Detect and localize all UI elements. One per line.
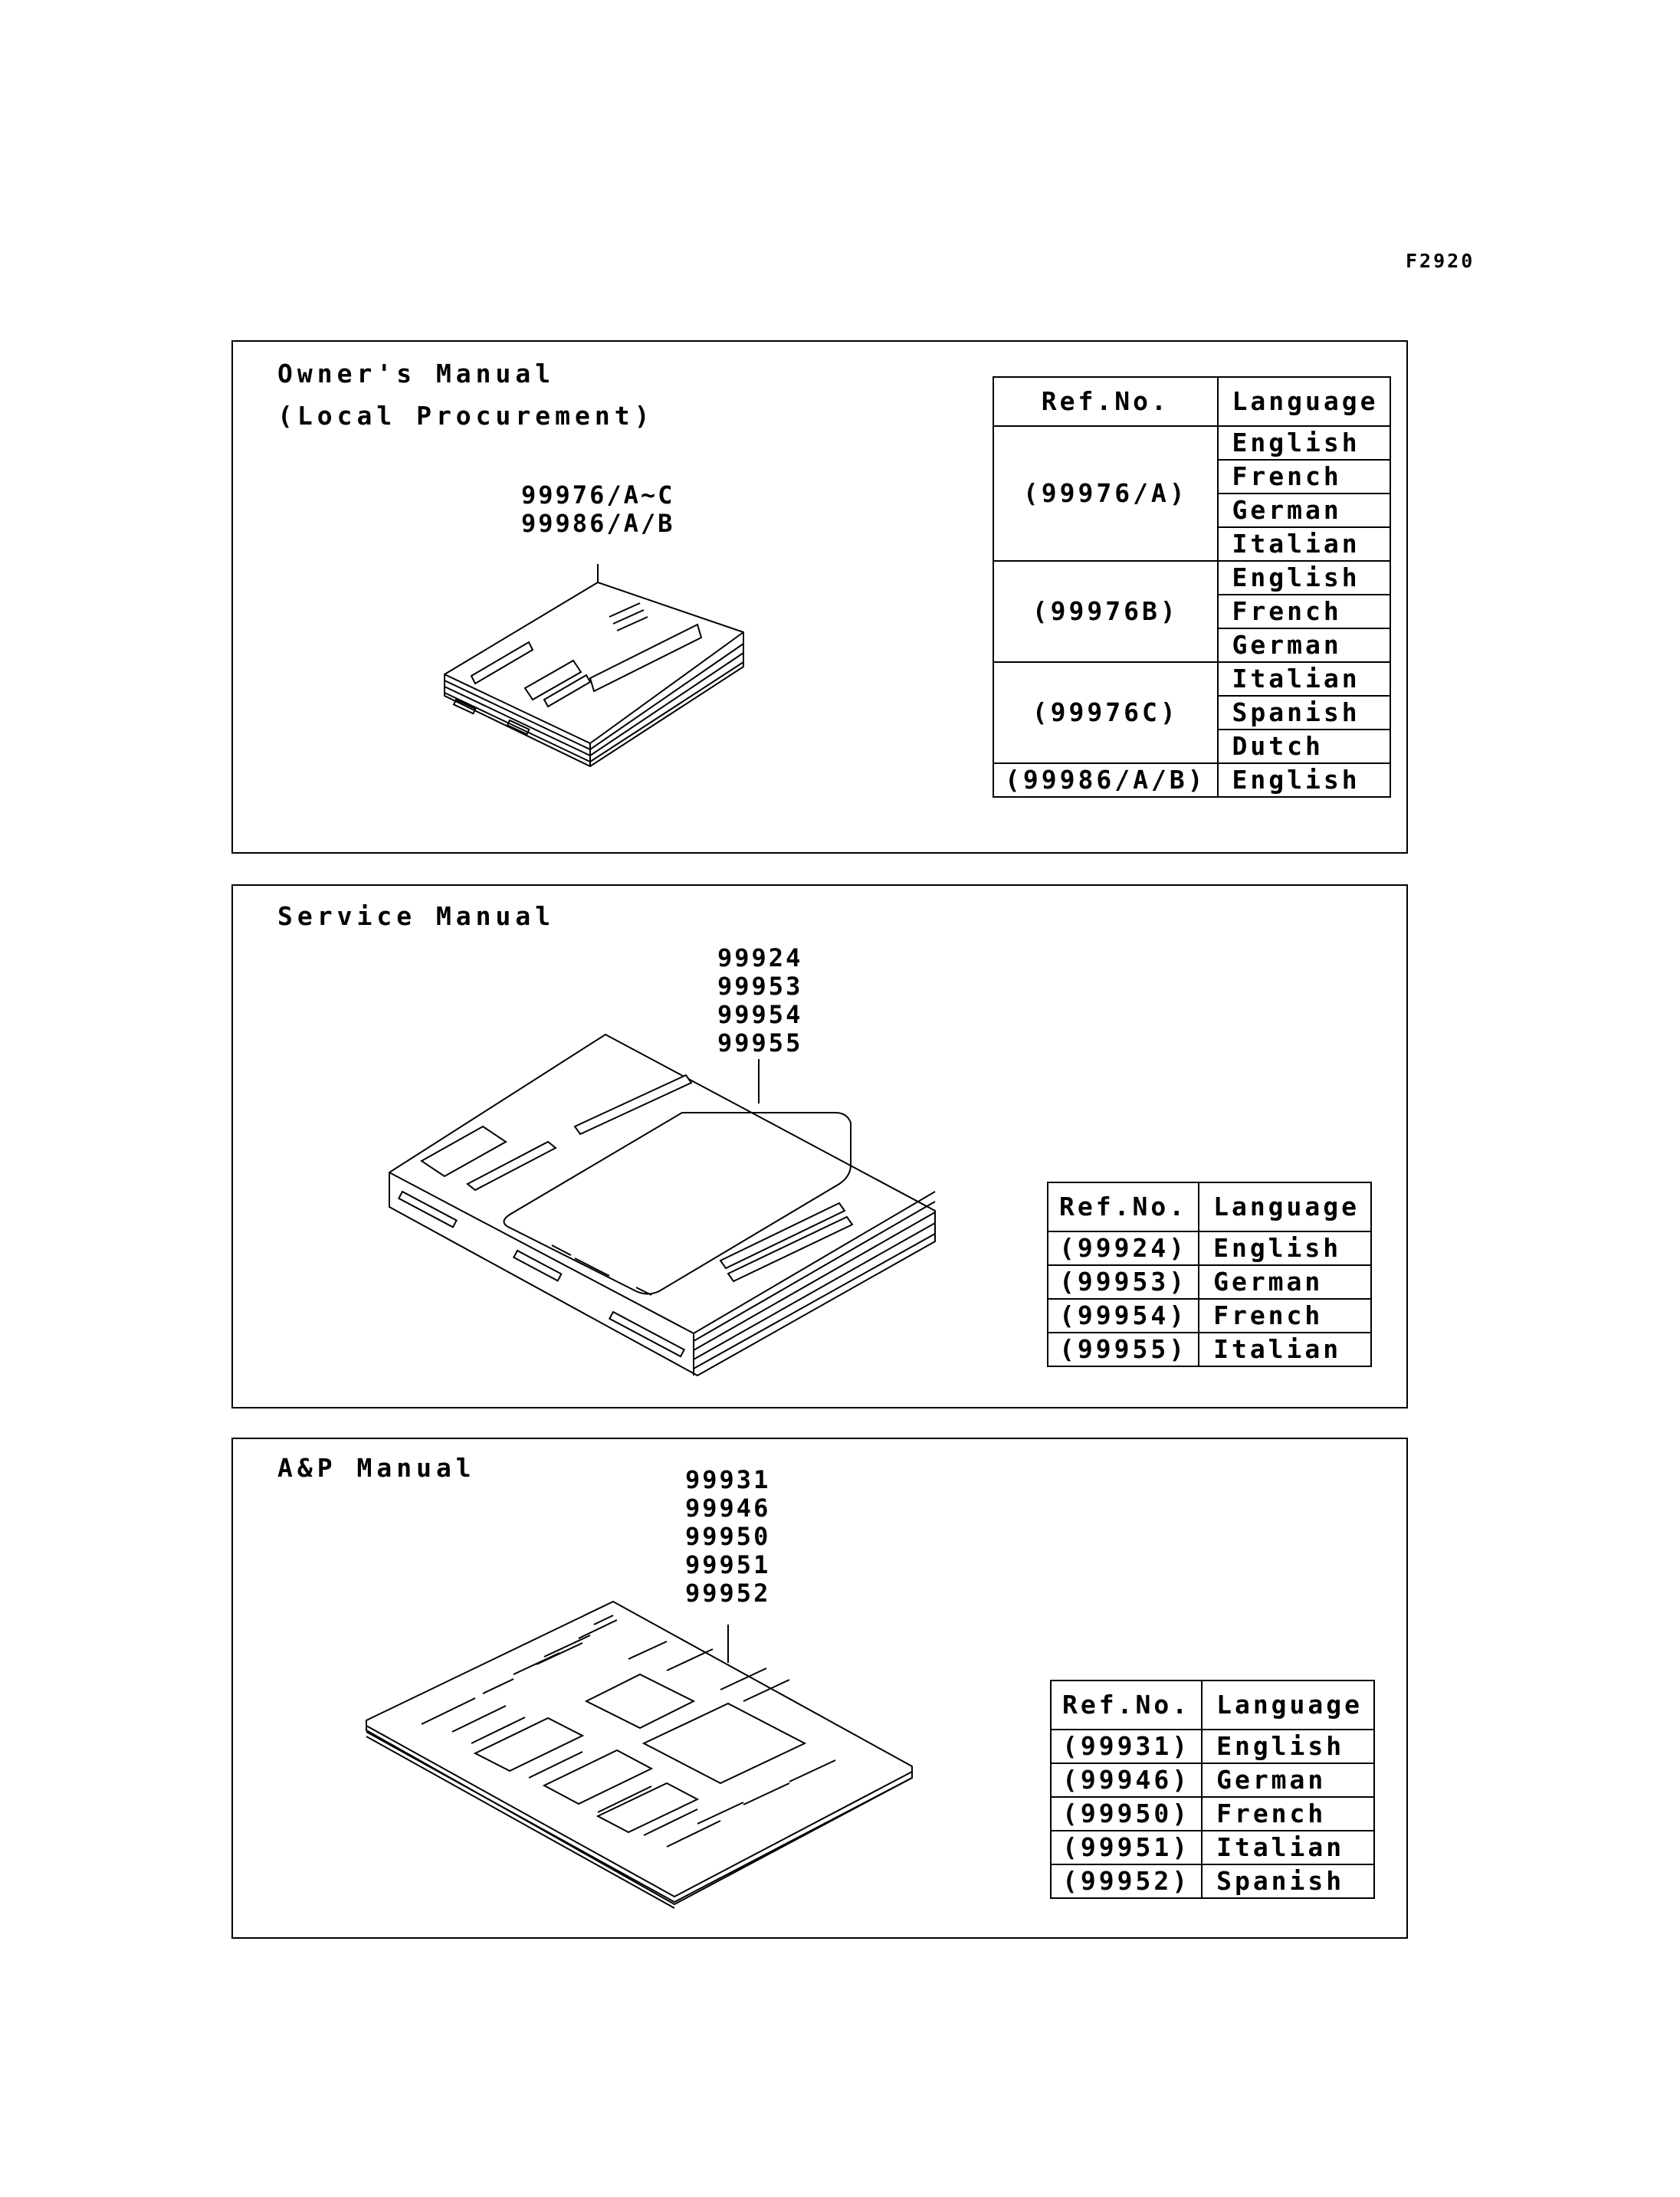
service-manual-illustration xyxy=(389,1033,936,1377)
service-manual-language-table: Ref.No. Language (99924)English (99953)G… xyxy=(1046,1182,1373,1367)
ap-manual-panel xyxy=(231,1438,1408,1939)
ref-cell: (99976/A) xyxy=(993,425,1219,562)
ref-cell: (99952) xyxy=(1049,1864,1203,1899)
language-cell: Dutch xyxy=(1216,729,1391,764)
ref-cell: (99986/A/B) xyxy=(993,762,1219,798)
language-cell: French xyxy=(1216,459,1391,494)
table-header-ref: Ref.No. xyxy=(1049,1680,1203,1730)
service-manual-title: Service Manual xyxy=(277,901,556,931)
ref-cell: (99946) xyxy=(1049,1763,1203,1798)
figure-code: F2920 xyxy=(1406,250,1475,272)
table-row: (99951)Italian xyxy=(1049,1830,1376,1865)
callout-part-number: 99946 xyxy=(685,1494,771,1523)
ref-cell: (99976B) xyxy=(993,560,1219,663)
ref-cell: (99976C) xyxy=(993,661,1219,764)
ref-cell: (99953) xyxy=(1046,1264,1200,1300)
ap-manual-illustration xyxy=(366,1600,913,1909)
callout-part-number: 99950 xyxy=(685,1522,771,1551)
table-row: (99950)French xyxy=(1049,1796,1376,1831)
language-cell: Italian xyxy=(1216,526,1391,562)
callout-part-number: 99931 xyxy=(685,1465,771,1494)
language-cell: German xyxy=(1198,1264,1373,1300)
language-cell: Spanish xyxy=(1201,1864,1376,1899)
language-cell: English xyxy=(1216,560,1391,595)
table-header-ref: Ref.No. xyxy=(1046,1182,1200,1232)
ref-cell: (99924) xyxy=(1046,1231,1200,1266)
callout-part-number: 99955 xyxy=(717,1028,803,1058)
table-row: (99931)English xyxy=(1049,1729,1376,1764)
callout-part-number: 99986/A/B xyxy=(521,509,675,538)
table-row: (99955)Italian xyxy=(1046,1332,1373,1367)
language-cell: English xyxy=(1201,1729,1376,1764)
callout-part-number: 99924 xyxy=(717,943,803,972)
table-header-ref: Ref.No. xyxy=(993,376,1219,427)
callout-part-number: 99976/A~C xyxy=(521,480,675,510)
table-header-language: Language xyxy=(1201,1680,1376,1730)
ref-cell: (99950) xyxy=(1049,1796,1203,1831)
ap-manual-title: A&P Manual xyxy=(277,1453,476,1483)
callout-part-number: 99953 xyxy=(717,972,803,1001)
callout-part-number: 99952 xyxy=(685,1579,771,1608)
owners-manual-subtitle: (Local Procurement) xyxy=(277,401,655,431)
language-cell: French xyxy=(1216,594,1391,629)
ap-manual-language-table: Ref.No. Language (99931)English (99946)G… xyxy=(1049,1680,1376,1899)
owners-manual-panel xyxy=(231,340,1408,854)
table-header-language: Language xyxy=(1198,1182,1373,1232)
language-cell: Italian xyxy=(1201,1830,1376,1865)
table-row: (99924)English xyxy=(1046,1231,1373,1266)
language-cell: Spanish xyxy=(1216,695,1391,730)
table-header-language: Language xyxy=(1216,376,1391,427)
ref-cell: (99955) xyxy=(1046,1332,1200,1367)
ap-manual-callout: 99931 99946 99950 99951 99952 xyxy=(685,1466,770,1608)
language-cell: German xyxy=(1216,628,1391,663)
table-row: (99946)German xyxy=(1049,1763,1376,1798)
table-row: (99953)German xyxy=(1046,1264,1373,1300)
ref-cell: (99951) xyxy=(1049,1830,1203,1865)
language-cell: French xyxy=(1198,1298,1373,1333)
service-manual-panel xyxy=(231,884,1408,1408)
ref-cell: (99954) xyxy=(1046,1298,1200,1333)
language-cell: French xyxy=(1201,1796,1376,1831)
owners-manual-title: Owner's Manual xyxy=(277,359,556,389)
ref-cell: (99931) xyxy=(1049,1729,1203,1764)
language-cell: Italian xyxy=(1216,661,1391,697)
language-cell: English xyxy=(1216,425,1391,461)
language-cell: English xyxy=(1198,1231,1373,1266)
table-row: (99954)French xyxy=(1046,1298,1373,1333)
callout-part-number: 99954 xyxy=(717,1000,803,1029)
owners-manual-illustration xyxy=(444,564,744,768)
language-cell: English xyxy=(1216,762,1391,798)
owners-manual-callout: 99976/A~C 99986/A/B xyxy=(521,481,674,538)
callout-part-number: 99951 xyxy=(685,1550,771,1579)
service-manual-callout: 99924 99953 99954 99955 xyxy=(717,944,802,1058)
language-cell: German xyxy=(1201,1763,1376,1798)
owners-manual-language-table: Ref.No. Language (99976/A)English French… xyxy=(993,376,1391,798)
language-cell: German xyxy=(1216,493,1391,528)
language-cell: Italian xyxy=(1198,1332,1373,1367)
table-row: (99952)Spanish xyxy=(1049,1864,1376,1899)
